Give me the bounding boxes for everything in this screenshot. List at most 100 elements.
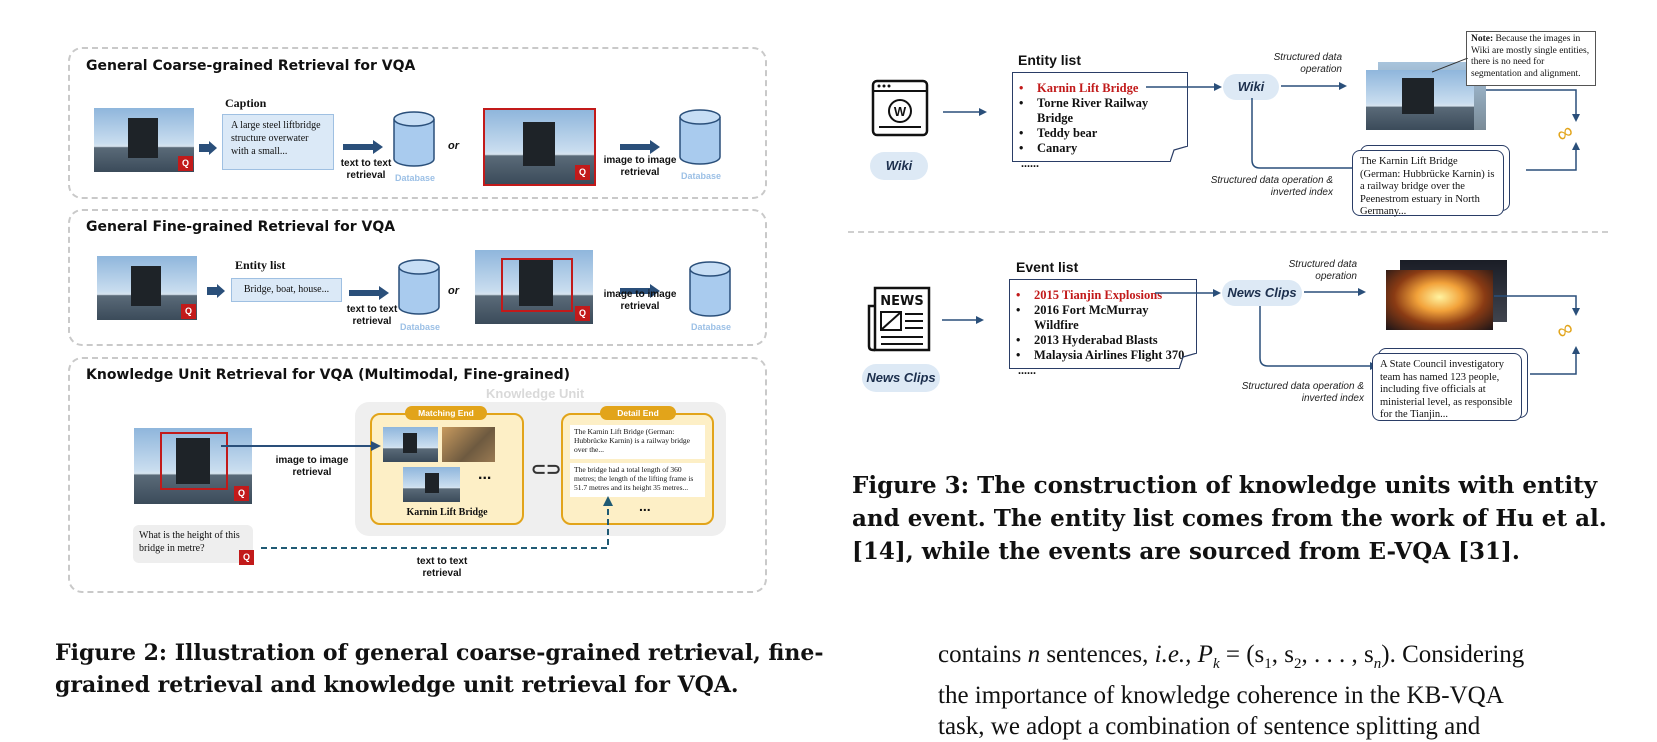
entity-list-label: Entity list xyxy=(235,258,286,272)
arrow-icon xyxy=(221,441,381,451)
arrow-icon xyxy=(1304,288,1366,296)
arrow-icon xyxy=(620,140,660,154)
note-text: Because the images in Wiki are mostly si… xyxy=(1471,34,1590,79)
event-item: 2015 Tianjin Explosions xyxy=(1014,288,1192,303)
entity-card-text: The Karnin Lift Bridge (German: Hubbrück… xyxy=(1360,156,1495,217)
event-card-text: A State Council investigatory team has n… xyxy=(1380,359,1513,420)
news-logo-text: NEWS xyxy=(880,294,923,309)
arrow-icon xyxy=(942,316,984,324)
svg-text:W: W xyxy=(894,104,907,119)
wiki-source-label: Wiki xyxy=(870,152,928,180)
arrow-icon xyxy=(349,286,389,300)
thumb-photo xyxy=(383,427,438,462)
panel-title: General Coarse-grained Retrieval for VQA xyxy=(86,58,416,74)
entity-item: Canary xyxy=(1017,141,1183,156)
arrow-icon xyxy=(943,108,987,116)
entity-list: Karnin Lift Bridge Torne River Railway B… xyxy=(1017,81,1183,156)
caption-line: and event. The entity list comes from th… xyxy=(852,505,1607,532)
bridge-photo: Q xyxy=(97,256,197,320)
entity-name: Karnin Lift Bridge xyxy=(406,507,488,518)
body-line: the importance of knowledge coherence in… xyxy=(938,682,1504,709)
entity-photo xyxy=(1366,70,1474,130)
image-to-image-label: image to image retrieval xyxy=(603,289,677,312)
question-text: What is the height of this bridge in met… xyxy=(139,530,240,554)
panel-fine-grained xyxy=(68,209,767,346)
text-to-text-label: text to text retrieval xyxy=(416,556,468,579)
text-to-text-label: text to text retrieval xyxy=(346,304,398,327)
connector xyxy=(1259,306,1378,370)
thumb-photo xyxy=(442,427,495,462)
database-label: Database xyxy=(680,171,722,181)
arrow-icon xyxy=(343,140,383,154)
event-more: ...... xyxy=(1018,363,1036,377)
thumb-photo xyxy=(403,467,460,502)
entity-box: Bridge, boat, house... xyxy=(231,278,342,302)
event-list-doc: 2015 Tianjin Explosions 2016 Fort McMurr… xyxy=(1009,279,1197,377)
arrow-icon xyxy=(199,141,217,155)
page-fold xyxy=(1179,353,1197,369)
database-icon xyxy=(679,109,721,165)
op-label-top: Structured data operation xyxy=(1288,259,1357,282)
event-item: 2016 Fort McMurray Wildfire xyxy=(1014,303,1192,333)
caption-box: A large steel liftbridge structure overw… xyxy=(222,114,334,170)
detail-text: The bridge had a total length of 360 met… xyxy=(570,463,705,497)
body-paragraph: contains n sentences, i.e., Pk = (s1, s2… xyxy=(938,639,1578,742)
image-to-image-label: image to image retrieval xyxy=(275,455,349,478)
event-item: Malaysia Airlines Flight 370 xyxy=(1014,348,1192,363)
question-badge: Q xyxy=(239,550,254,565)
panel-knowledge-unit xyxy=(68,357,767,593)
caption-label: Caption xyxy=(225,96,267,110)
caption-line: [14], while the events are sourced from … xyxy=(852,538,1520,565)
body-line: contains n sentences, i.e., Pk = (s1, s2… xyxy=(938,641,1525,672)
more-ellipsis: ... xyxy=(478,466,492,483)
event-list-title: Event list xyxy=(1016,259,1079,275)
divider xyxy=(848,231,1608,233)
arrow-icon xyxy=(1281,82,1347,90)
op-label-top: Structured data operation xyxy=(1273,52,1342,75)
connector xyxy=(1486,89,1580,171)
database-icon xyxy=(398,259,440,315)
connector xyxy=(1494,295,1580,375)
question-box: What is the height of this bridge in met… xyxy=(133,525,253,563)
caption-line: grained retrieval and knowledge unit ret… xyxy=(55,672,739,698)
figure-3-caption: Figure 3: The construction of knowledge … xyxy=(852,469,1607,568)
event-photo xyxy=(1386,270,1493,330)
detail-end-tag: Detail End xyxy=(600,406,676,420)
body-line: task, we adopt a combination of sentence… xyxy=(938,713,1481,740)
news-icon: NEWS xyxy=(867,286,931,352)
news-hub: News Clips xyxy=(1222,280,1302,306)
dashed-arrow xyxy=(261,496,613,549)
entity-more: ...... xyxy=(1021,156,1039,170)
matching-end-tag: Matching End xyxy=(405,406,487,420)
news-source-label: News Clips xyxy=(862,364,940,392)
bridge-photo-query: Q xyxy=(134,428,252,504)
note-pointer xyxy=(1432,58,1468,73)
panel-title: General Fine-grained Retrieval for VQA xyxy=(86,219,396,235)
arrow-icon xyxy=(1146,83,1222,91)
caption-line: Figure 2: Illustration of general coarse… xyxy=(55,640,824,666)
wiki-note: Note: Because the images in Wiki are mos… xyxy=(1466,31,1596,86)
wiki-hub: Wiki xyxy=(1223,74,1279,100)
entity-card: The Karnin Lift Bridge (German: Hubbrück… xyxy=(1352,150,1504,217)
link-icon: ⊂⊃ xyxy=(531,459,562,479)
database-label: Database xyxy=(394,173,436,183)
panel-title: Knowledge Unit Retrieval for VQA (Multim… xyxy=(86,367,571,383)
note-bold: Note: xyxy=(1471,34,1494,44)
more-ellipsis: ... xyxy=(639,498,651,514)
knowledge-unit-label: Knowledge Unit xyxy=(486,386,585,401)
entity-list-title: Entity list xyxy=(1018,52,1082,68)
image-to-image-label: image to image retrieval xyxy=(603,155,677,178)
database-icon xyxy=(393,111,435,167)
event-card: A State Council investigatory team has n… xyxy=(1372,353,1522,421)
entity-item: Karnin Lift Bridge xyxy=(1017,81,1183,96)
or-label: or xyxy=(448,140,459,152)
figure-2-caption: Figure 2: Illustration of general coarse… xyxy=(55,637,824,701)
arrow-icon xyxy=(620,284,660,298)
database-icon xyxy=(689,261,731,317)
bridge-photo: Q xyxy=(94,108,194,172)
text-to-text-label: text to text retrieval xyxy=(340,158,392,181)
entity-item: Torne River Railway Bridge xyxy=(1017,96,1183,126)
bridge-photo-selected: Q xyxy=(483,108,596,186)
database-label: Database xyxy=(399,322,441,332)
arrow-icon xyxy=(1155,289,1221,297)
